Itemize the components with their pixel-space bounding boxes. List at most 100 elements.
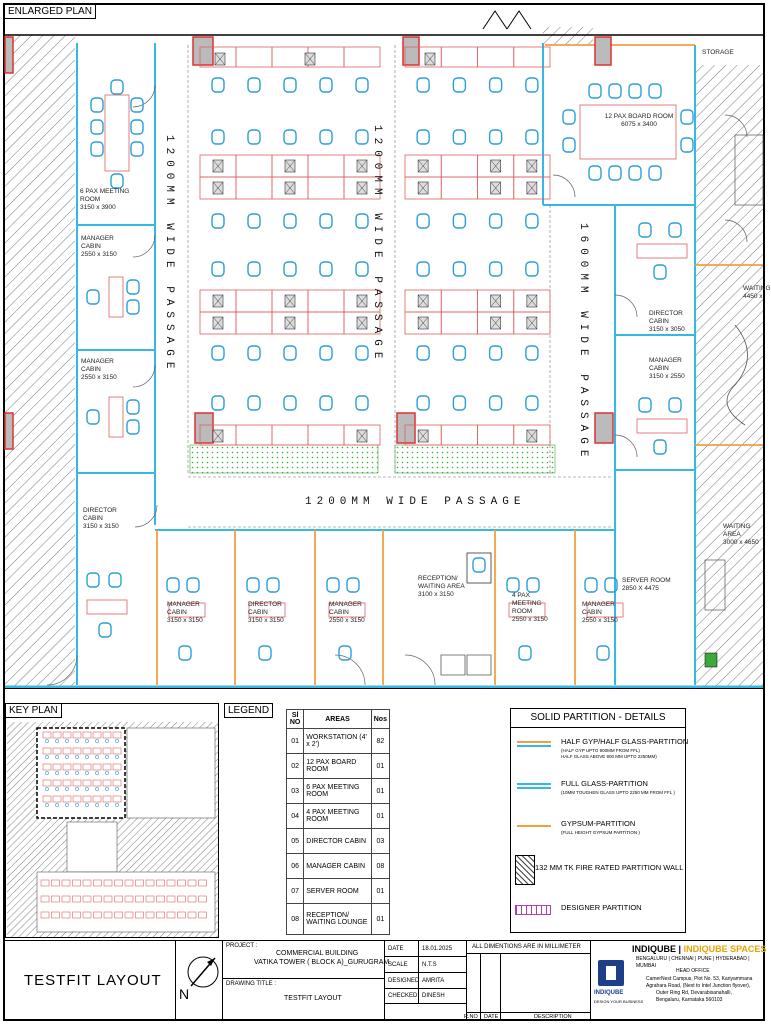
chair-icon bbox=[588, 165, 602, 181]
divider bbox=[466, 940, 467, 1021]
chair-icon bbox=[283, 213, 297, 229]
chair-icon bbox=[488, 213, 503, 229]
keyplan-desk bbox=[40, 879, 50, 887]
rev-col-rno: R.NO bbox=[464, 1014, 478, 1020]
keyplan-desk bbox=[92, 747, 102, 755]
room-name: WAITING bbox=[743, 285, 771, 292]
workstation-desk bbox=[477, 424, 515, 446]
chair-icon bbox=[186, 577, 200, 593]
cabin-desk bbox=[248, 602, 286, 618]
chair-icon bbox=[588, 83, 602, 99]
chair-icon bbox=[355, 77, 369, 93]
room-size: 2550 x 3150 bbox=[81, 251, 117, 258]
keyplan-desk bbox=[82, 763, 92, 771]
storage-cross bbox=[490, 159, 501, 173]
chair-icon bbox=[346, 577, 360, 593]
room-name: SERVER ROOM bbox=[622, 577, 671, 584]
address-line2: Agrahara Road, (Next to Intel Junction f… bbox=[646, 983, 751, 989]
chair-icon bbox=[452, 345, 467, 361]
keyplan-desk bbox=[177, 895, 186, 903]
keyplan-chair bbox=[105, 739, 109, 743]
storage-cross bbox=[417, 294, 429, 308]
partition-panel: SOLID PARTITION - DETAILS HALF GYP/HALF … bbox=[510, 708, 688, 933]
keyplan-desk bbox=[93, 879, 102, 887]
storage-cross bbox=[526, 429, 538, 443]
keyplan-desk bbox=[102, 747, 112, 755]
workstation-desk bbox=[343, 176, 381, 200]
logo-mark bbox=[606, 966, 616, 980]
keyplan-desk bbox=[42, 731, 52, 739]
keyplan-desk bbox=[82, 911, 92, 919]
enlarged-plan-header: ENLARGED PLAN bbox=[5, 5, 96, 19]
room-size: 6075 x 3400 bbox=[621, 121, 657, 128]
keyplan-chair bbox=[65, 739, 69, 743]
storage-cross bbox=[214, 52, 226, 66]
room-name: MANAGER CABIN bbox=[81, 235, 114, 250]
workstation-desk bbox=[513, 176, 551, 200]
chair-icon bbox=[126, 279, 140, 295]
keyplan-chair bbox=[85, 755, 89, 759]
chair-icon bbox=[668, 222, 682, 238]
keyplan-desk bbox=[102, 731, 112, 739]
chair-icon bbox=[130, 97, 144, 113]
workstation-desk bbox=[477, 46, 515, 68]
legend-area: 6 PAX MEETING ROOM bbox=[303, 778, 372, 804]
keyplan-desk bbox=[177, 911, 186, 919]
legend-nos: 01 bbox=[370, 878, 391, 904]
storage-cross bbox=[356, 316, 368, 330]
keyplan-desk bbox=[187, 895, 197, 903]
storage-cross bbox=[490, 181, 501, 195]
chair-icon bbox=[283, 129, 297, 145]
legend-sl: 05 bbox=[285, 828, 305, 854]
manager-desk bbox=[108, 276, 124, 318]
chair-icon bbox=[246, 577, 260, 593]
keyplan-desk bbox=[52, 795, 62, 803]
keyplan-chair bbox=[55, 739, 59, 743]
half-glass-swatch bbox=[517, 741, 551, 743]
chair-icon bbox=[98, 622, 112, 638]
legend-col-nos: Nos bbox=[370, 709, 391, 729]
keyplan-chair bbox=[55, 803, 59, 807]
keyplan-desk bbox=[72, 779, 82, 787]
keyplan-desk bbox=[135, 895, 144, 903]
room-size: 3150 x 2550 bbox=[649, 373, 685, 380]
keyplan-desk bbox=[102, 763, 112, 771]
storage-cross bbox=[284, 294, 296, 308]
room-size: 2850 X 4475 bbox=[622, 585, 659, 592]
chair-icon bbox=[488, 395, 503, 411]
chair-icon bbox=[355, 261, 369, 277]
keyplan-desk bbox=[82, 895, 92, 903]
keyplan-chair bbox=[55, 771, 59, 775]
chair-icon bbox=[525, 395, 539, 411]
keyplan-desk bbox=[52, 747, 62, 755]
legend-area: 4 PAX MEETING ROOM bbox=[303, 803, 372, 829]
room-name: RECEPTION/ WAITING AREA bbox=[418, 575, 465, 590]
chair-icon bbox=[283, 345, 297, 361]
keyplan-desk bbox=[72, 763, 82, 771]
legend-nos: 01 bbox=[370, 778, 391, 804]
divider bbox=[480, 953, 481, 1021]
partition-name: 132 MM TK FIRE RATED PARTITION WALL bbox=[535, 863, 684, 872]
company-separator: | bbox=[678, 944, 682, 954]
chair-icon bbox=[319, 395, 333, 411]
keyplan-chair bbox=[75, 803, 79, 807]
workstation-desk bbox=[440, 311, 478, 335]
chair-icon bbox=[319, 261, 333, 277]
keyplan-desk bbox=[124, 879, 134, 887]
storage-cross bbox=[526, 159, 538, 173]
keyplan-desk bbox=[187, 879, 197, 887]
chair-icon bbox=[416, 345, 430, 361]
workstation-desk bbox=[307, 424, 345, 446]
chair-icon bbox=[126, 419, 140, 435]
legend-sl: 03 bbox=[285, 778, 305, 804]
full-glass-swatch-2 bbox=[517, 787, 551, 789]
chair-icon bbox=[653, 264, 667, 280]
keyplan-desk bbox=[82, 747, 92, 755]
storage-cross bbox=[490, 316, 501, 330]
address-line3: Outer Ring Rd, Devarabisanahalli, bbox=[656, 990, 732, 996]
workstation-desk bbox=[235, 176, 273, 200]
